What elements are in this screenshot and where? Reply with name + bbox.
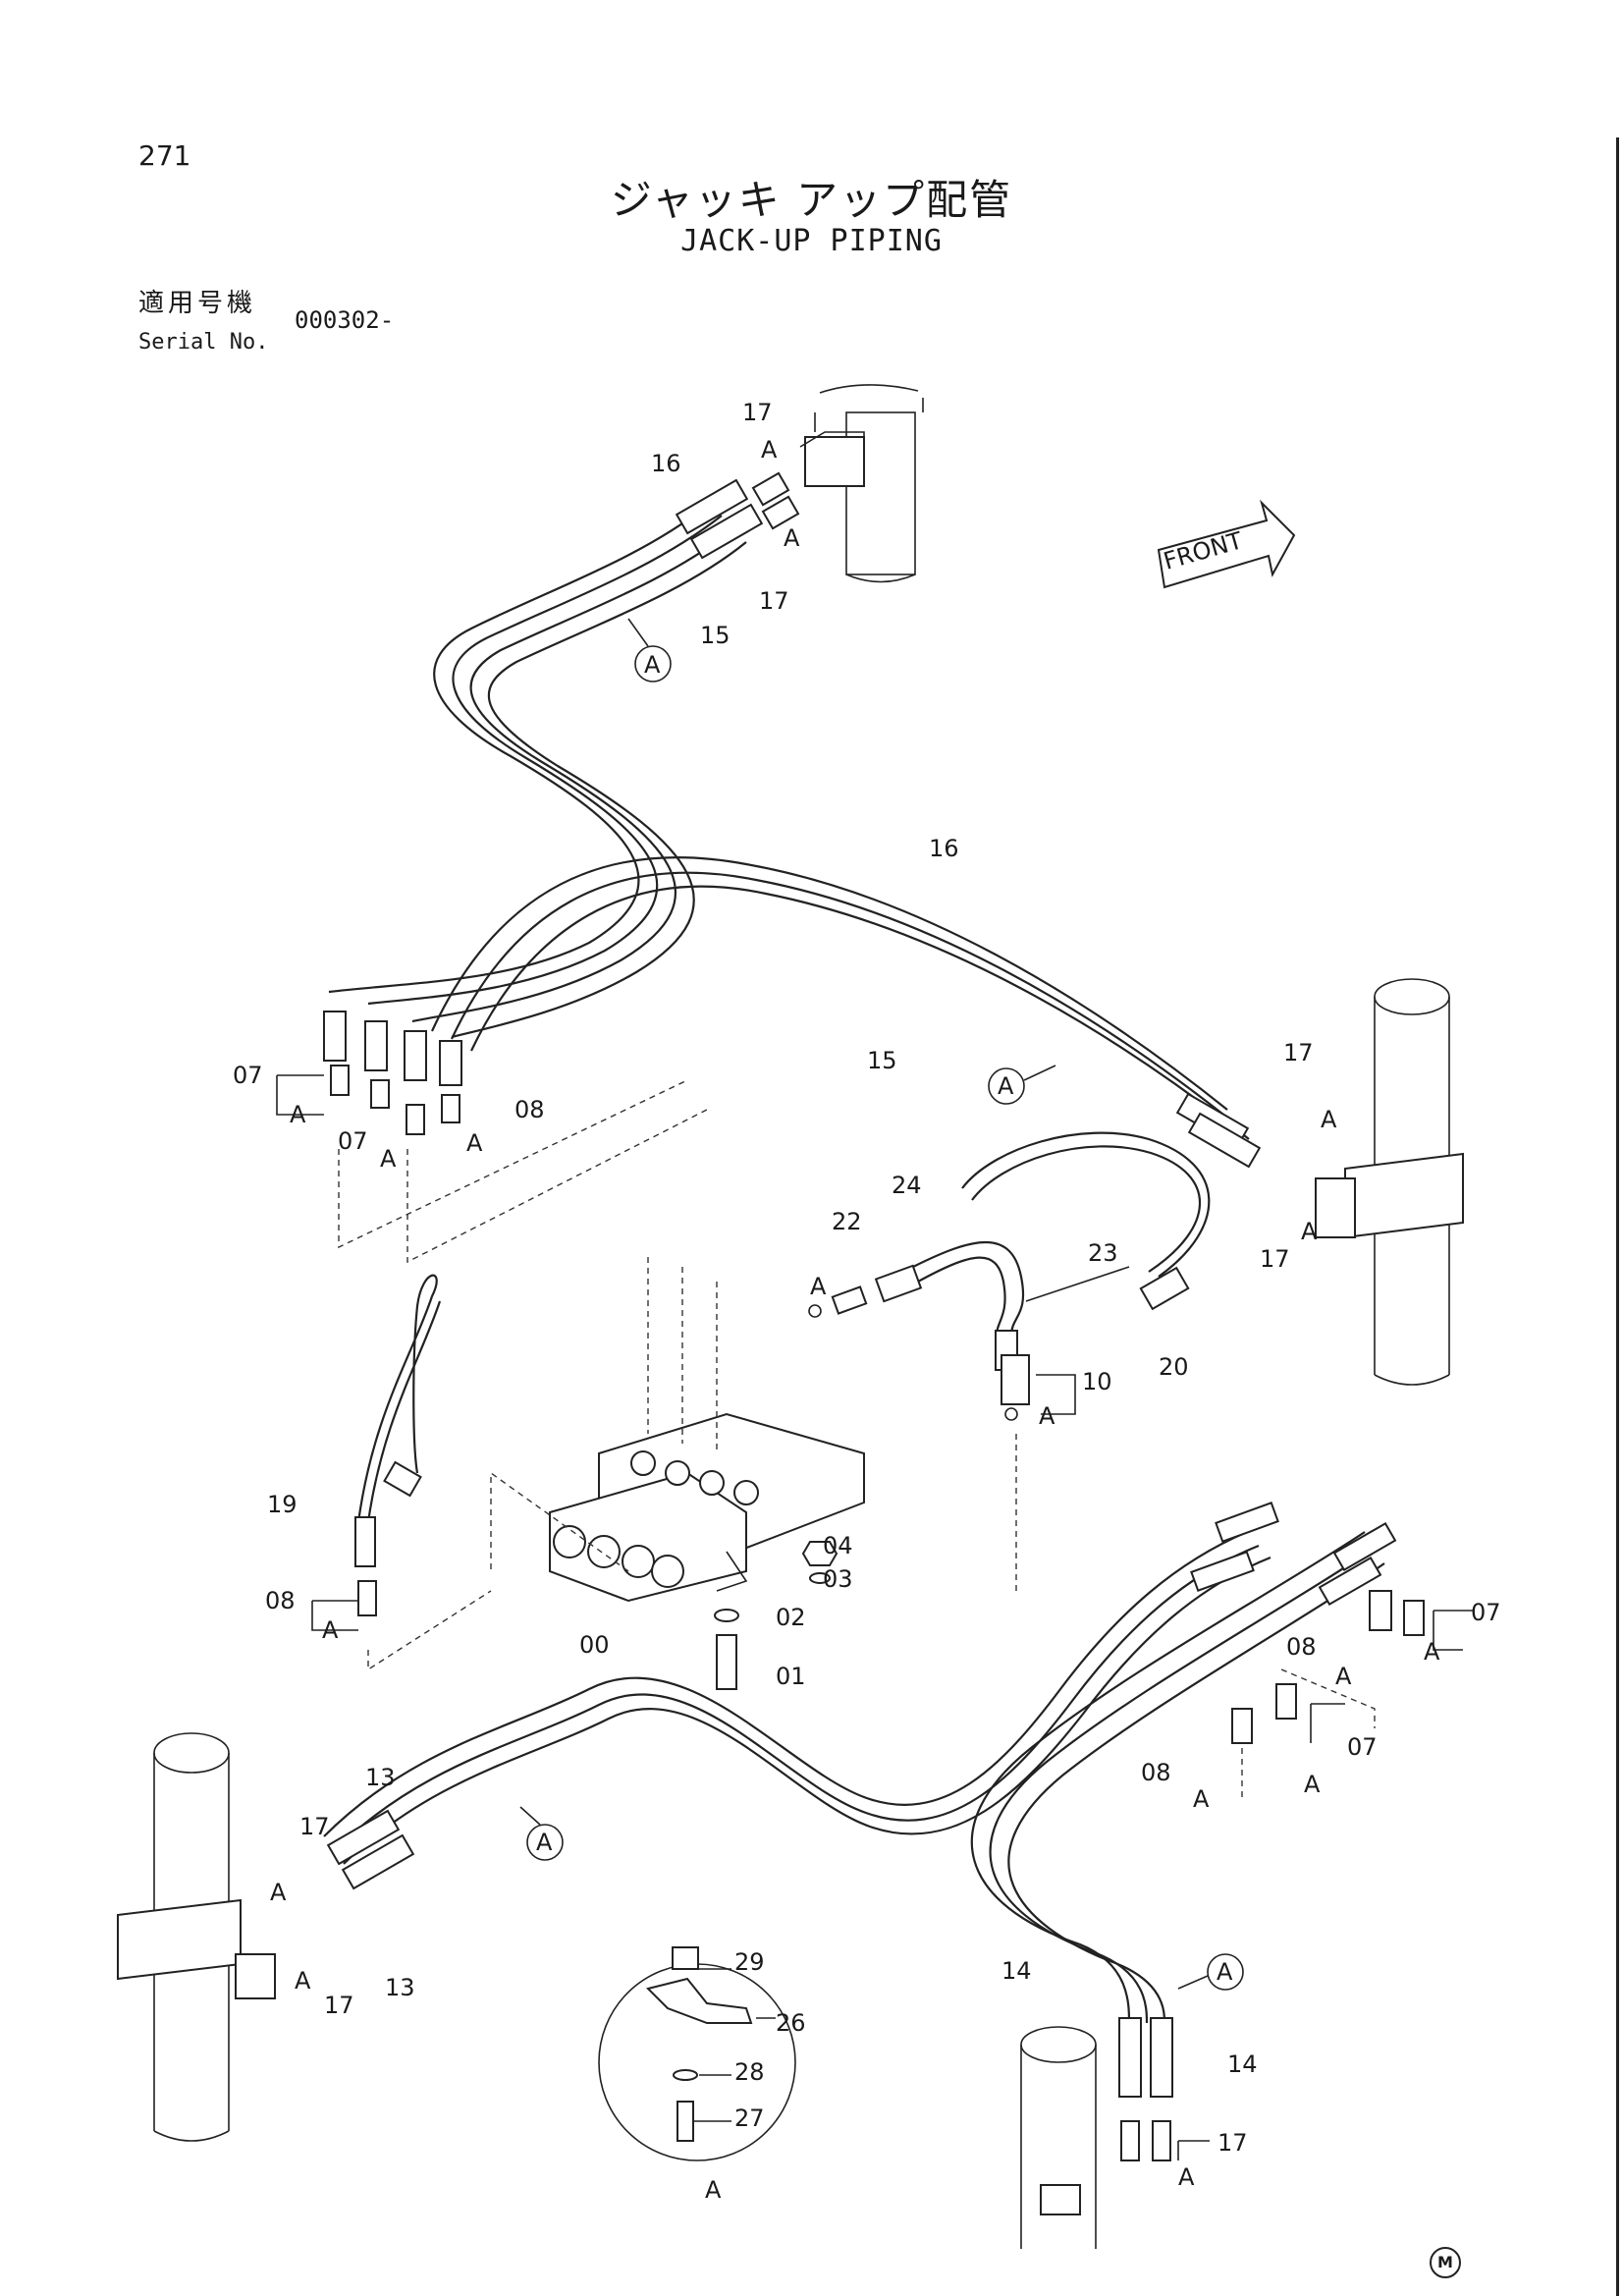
label-17-right2: 17: [1260, 1245, 1290, 1273]
label-28: 28: [734, 2058, 765, 2086]
a-letter: A: [270, 1879, 287, 1906]
copyright-mark: M: [1430, 2247, 1461, 2278]
a-letter: A: [784, 524, 800, 552]
label-08-left3: 08: [265, 1587, 296, 1614]
label-08-right: 08: [1286, 1633, 1317, 1661]
a-letter: A: [1217, 1958, 1233, 1986]
a-letter: A: [1304, 1771, 1321, 1798]
a-letter: A: [810, 1273, 827, 1300]
a-letter: A: [322, 1616, 339, 1644]
label-16-top: 16: [651, 450, 681, 477]
a-letter: A: [998, 1072, 1014, 1100]
a-letter: A: [1424, 1638, 1440, 1666]
label-17-top2: 17: [759, 587, 789, 615]
page-number: 271: [138, 139, 191, 172]
label-07-left: 07: [233, 1062, 263, 1089]
a-letter: A: [1178, 2163, 1195, 2191]
label-03: 03: [823, 1565, 853, 1593]
a-letter: A: [761, 436, 778, 464]
bottom-right-jack-cylinder: [1020, 2026, 1097, 2249]
label-23: 23: [1088, 1239, 1118, 1267]
a-reference-letters: A A A A A A A A A A A A A A A A A A A A …: [270, 436, 1440, 2204]
label-08-left: 08: [514, 1096, 545, 1123]
label-17-right: 17: [1283, 1039, 1314, 1066]
label-15-top: 15: [700, 622, 730, 649]
hose-bundle-bottom: [323, 1502, 1279, 1890]
label-27: 27: [734, 2105, 765, 2132]
top-jack-cylinder: [799, 384, 924, 583]
serial-value: 000302-: [295, 306, 395, 334]
label-22: 22: [832, 1208, 862, 1235]
a-letter: A: [1321, 1106, 1337, 1133]
label-17-bl: 17: [299, 1813, 330, 1840]
label-19: 19: [267, 1491, 298, 1518]
hose-bundle-middle: [431, 856, 1262, 1169]
bottom-left-jack-cylinder: [117, 1732, 276, 2142]
right-jack-cylinder: [1315, 978, 1464, 1386]
title-english: JACK-UP PIPING: [680, 224, 943, 258]
label-07-left2: 07: [338, 1127, 368, 1155]
label-13-b: 13: [385, 1974, 415, 2001]
label-17-bl2: 17: [324, 1992, 354, 2019]
label-20: 20: [1159, 1353, 1189, 1381]
detail-a-label: A: [705, 2176, 722, 2204]
a-letter: A: [644, 651, 661, 679]
a-letter: A: [295, 1967, 311, 1995]
label-07-right: 07: [1471, 1599, 1501, 1626]
part-labels: 17 16 15 17 16 15 17 17 07 07 08 24 22 2…: [233, 399, 1501, 2157]
a-letter: A: [536, 1829, 553, 1856]
label-01: 01: [776, 1663, 806, 1690]
hose-bundle-right-bottom: [970, 1521, 1397, 2161]
detail-a-callout: [598, 1946, 796, 2161]
label-04: 04: [823, 1532, 853, 1559]
a-letter: A: [1335, 1663, 1352, 1690]
label-08-right2: 08: [1141, 1759, 1171, 1786]
title-japanese: ジャッキ アップ配管: [610, 176, 1013, 224]
label-10: 10: [1082, 1368, 1112, 1395]
a-letter: A: [466, 1129, 483, 1157]
control-valve-block: [490, 1257, 865, 1603]
label-17-top: 17: [742, 399, 773, 426]
serial-label-english: Serial No.: [138, 330, 269, 355]
label-07-right2: 07: [1347, 1733, 1378, 1761]
right-fittings: [1231, 1590, 1473, 1797]
label-24: 24: [892, 1172, 922, 1199]
label-26: 26: [776, 2009, 806, 2037]
page-border-line: [1616, 137, 1619, 2296]
left-fittings: [276, 1011, 708, 1264]
label-14-a: 14: [1001, 1957, 1032, 1985]
a-letter: A: [290, 1101, 306, 1128]
label-00: 00: [579, 1631, 610, 1659]
a-letter: A: [1193, 1785, 1210, 1813]
valve-hardware: [714, 1541, 839, 1690]
hose-19: [311, 1274, 492, 1671]
front-arrow-icon: FRONT: [1157, 499, 1296, 589]
label-16-mid: 16: [929, 835, 959, 862]
a-letter: A: [1301, 1218, 1318, 1245]
serial-label-japanese: 適用号機: [138, 289, 257, 318]
label-15-mid: 15: [867, 1047, 897, 1074]
a-callout-markers: [519, 618, 1244, 1991]
label-14-b: 14: [1227, 2050, 1258, 2078]
label-29: 29: [734, 1948, 765, 1976]
a-letter: A: [1039, 1402, 1055, 1430]
label-17-br: 17: [1217, 2129, 1248, 2157]
hose-center-assembly: [808, 1131, 1211, 1596]
hose-bundle-top: [328, 471, 800, 1039]
a-letter: A: [380, 1145, 397, 1173]
label-13-a: 13: [365, 1764, 396, 1791]
label-02: 02: [776, 1604, 806, 1631]
